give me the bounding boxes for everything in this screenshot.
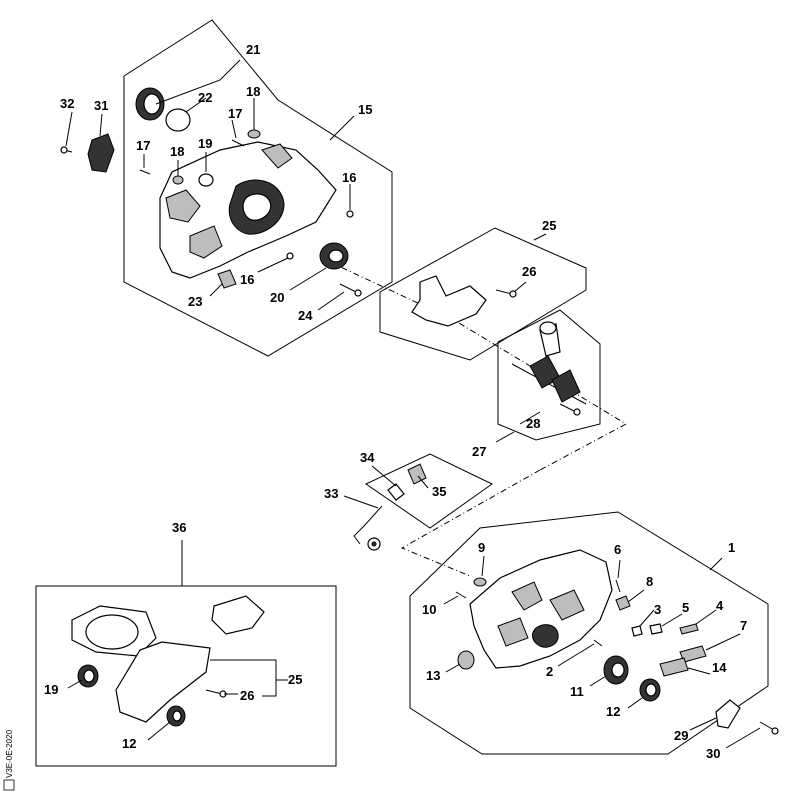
- group-box-25: [379, 227, 587, 361]
- bearing-11: [603, 655, 629, 685]
- part-3: [631, 625, 643, 637]
- fitting-34: [387, 483, 405, 501]
- cylinder-gasket: [71, 605, 157, 657]
- callout-8: 8: [646, 574, 653, 589]
- callout-9: 9: [478, 540, 485, 555]
- bearing-20: [319, 242, 349, 270]
- callout-25: 25: [542, 218, 556, 233]
- callout-22: 22: [198, 90, 212, 105]
- group-box-15: [123, 19, 393, 357]
- callout-11: 11: [570, 684, 584, 699]
- callout-16: 16: [342, 170, 356, 185]
- group-box-36: [35, 585, 337, 767]
- callout-33: 33: [324, 486, 338, 501]
- callout-18: 18: [170, 144, 184, 159]
- gasket-25-kit: [115, 641, 211, 723]
- seal-12-kit: [166, 705, 186, 727]
- callout-18: 18: [246, 84, 260, 99]
- callout-35: 35: [432, 484, 446, 499]
- callout-28: 28: [526, 416, 540, 431]
- pin-2: [593, 639, 603, 647]
- callout-labels: 21 22 18 17 15 32 31 17 18 19 16 16 23 2…: [44, 42, 747, 761]
- callout-32: 32: [60, 96, 74, 111]
- bushing-13: [457, 650, 475, 670]
- circlip-22: [165, 108, 191, 132]
- callout-17: 17: [136, 138, 150, 153]
- callout-13: 13: [426, 668, 440, 683]
- starter-hub-21: [135, 87, 165, 121]
- plug-16b: [286, 252, 294, 260]
- plug-16a: [346, 210, 354, 218]
- seal-12-lower: [639, 678, 661, 702]
- gasket-25-upper: [411, 275, 487, 327]
- bracket-29: [715, 699, 741, 729]
- callout-29: 29: [674, 728, 688, 743]
- callout-27: 27: [472, 444, 486, 459]
- callout-12: 12: [606, 704, 620, 719]
- callout-17: 17: [228, 106, 242, 121]
- part-5: [649, 623, 663, 635]
- bushing-23: [217, 269, 237, 289]
- drawing-code: V3E-0E-2020: [5, 729, 14, 778]
- seal-19-kit: [77, 664, 99, 688]
- callout-10: 10: [422, 602, 436, 617]
- callout-14: 14: [712, 660, 727, 675]
- crankshaft-27: [511, 321, 587, 405]
- callout-23: 23: [188, 294, 202, 309]
- assembly-line-crankcase-bottom: [400, 469, 541, 577]
- callout-20: 20: [270, 290, 284, 305]
- upper-crankcase-half: [159, 141, 337, 279]
- callout-19: 19: [44, 682, 58, 697]
- stud-4: [679, 623, 699, 635]
- callout-16: 16: [240, 272, 254, 287]
- screw-24: [339, 283, 362, 297]
- group-box-27: [497, 309, 601, 441]
- washer-18a: [247, 129, 261, 139]
- callout-25: 25: [288, 672, 302, 687]
- callout-1: 1: [728, 540, 735, 555]
- callout-5: 5: [682, 600, 689, 615]
- group-box-34: [364, 453, 493, 529]
- callout-30: 30: [706, 746, 720, 761]
- screw-26-kit: [205, 689, 227, 698]
- screw-28: [559, 403, 581, 416]
- callout-12: 12: [122, 736, 136, 751]
- callout-24: 24: [298, 308, 313, 323]
- pin-10: [455, 591, 467, 599]
- oil-pipe-33: [353, 505, 383, 551]
- callout-36: 36: [172, 520, 186, 535]
- callout-31: 31: [94, 98, 108, 113]
- seal-19-upper: [198, 173, 214, 187]
- pin-17a: [231, 139, 245, 147]
- callout-26: 26: [522, 264, 536, 279]
- callout-3: 3: [654, 602, 661, 617]
- leader-lines: [65, 59, 761, 749]
- screw-32: [60, 146, 73, 154]
- cover-31: [87, 133, 115, 173]
- washer-18b: [172, 175, 184, 185]
- spring-35: [407, 463, 427, 485]
- screw-30: [759, 721, 779, 735]
- callout-26: 26: [240, 688, 254, 703]
- pin-17b: [139, 169, 151, 175]
- callout-4: 4: [716, 598, 724, 613]
- stud-14: [659, 657, 689, 677]
- callout-15: 15: [358, 102, 372, 117]
- lower-crankcase-half: [469, 549, 613, 669]
- drawing-code-box: [3, 779, 15, 791]
- callout-2: 2: [546, 664, 553, 679]
- washer-9: [473, 577, 487, 587]
- pin-6: [615, 579, 621, 593]
- callout-7: 7: [740, 618, 747, 633]
- group-box-1: [409, 511, 769, 755]
- sleeve-8: [615, 595, 631, 611]
- callout-6: 6: [614, 542, 621, 557]
- callout-21: 21: [246, 42, 260, 57]
- callout-19: 19: [198, 136, 212, 151]
- small-gasket: [211, 595, 265, 635]
- callout-34: 34: [360, 450, 375, 465]
- screw-26-upper: [495, 289, 517, 298]
